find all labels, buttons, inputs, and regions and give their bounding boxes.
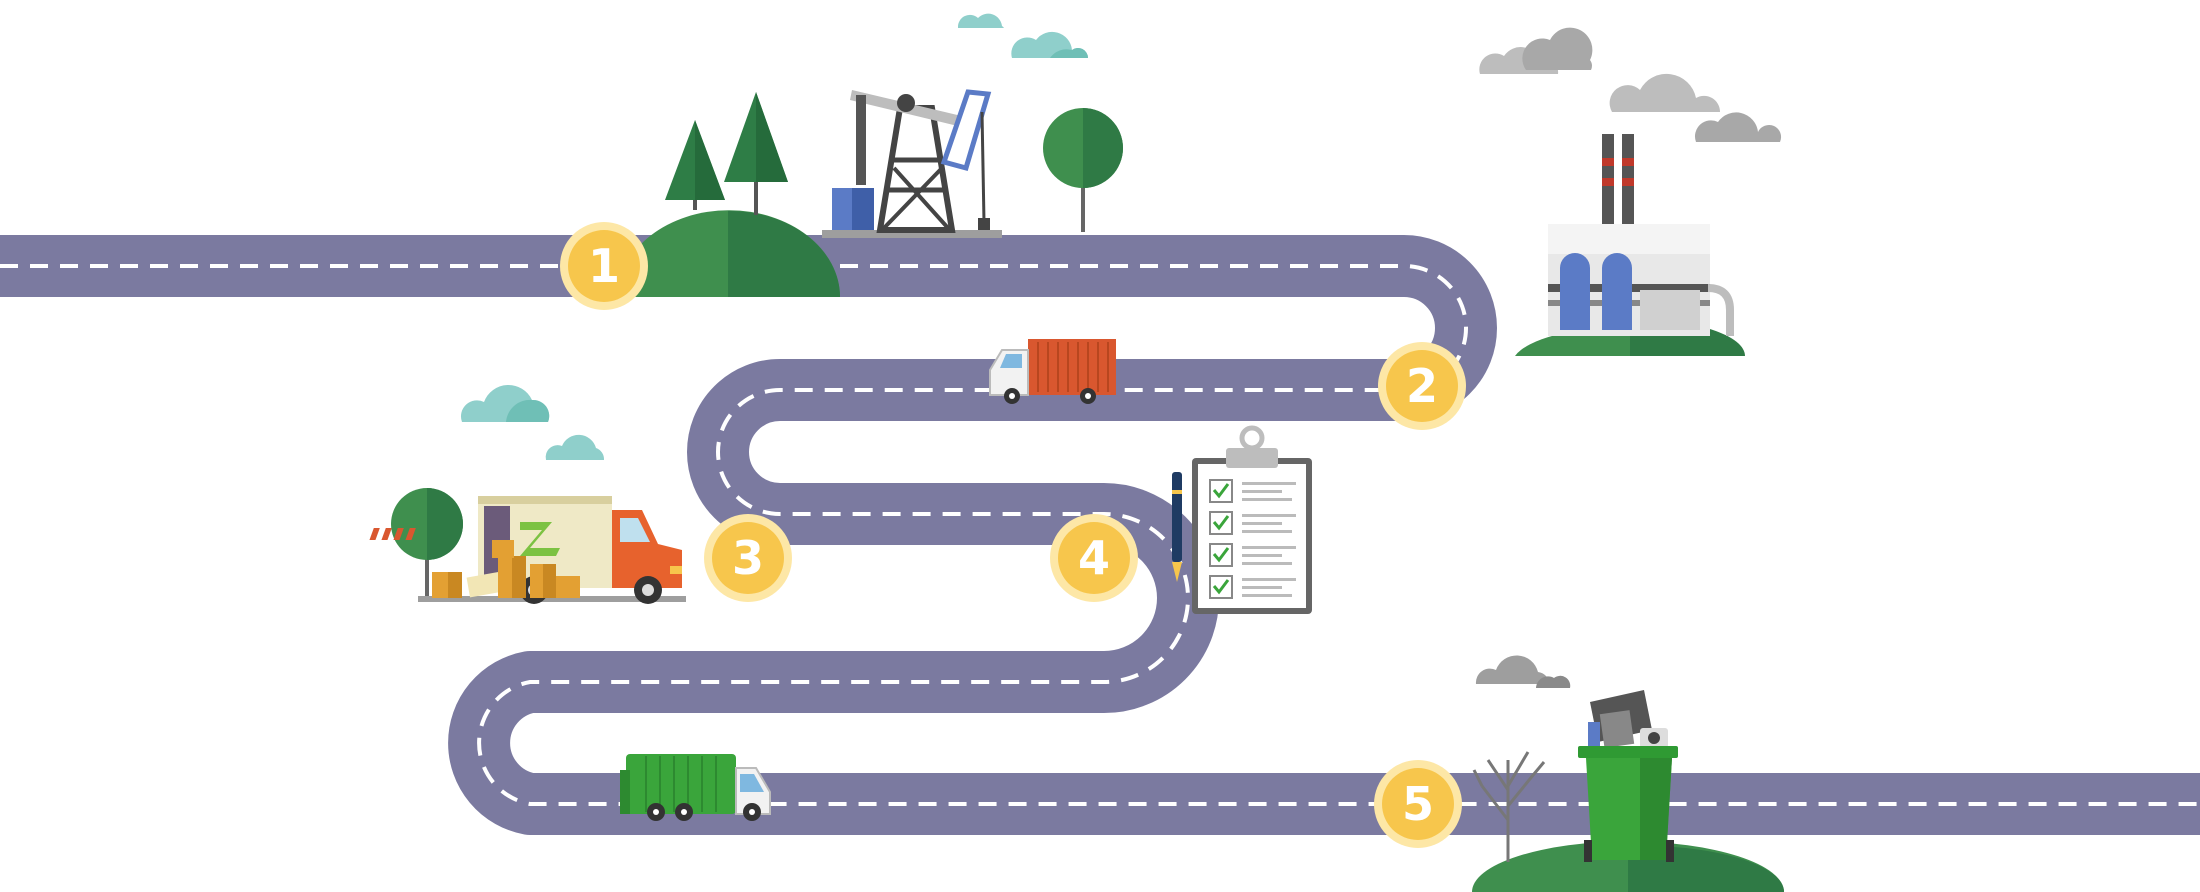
pine-tree-icon <box>665 92 788 215</box>
checklist-rows <box>1209 479 1296 599</box>
cloud-icon <box>1475 655 1571 688</box>
cloud-icon <box>1479 27 1782 142</box>
hill-1 <box>618 210 840 297</box>
boxes <box>432 540 580 598</box>
step-marker-3-label: 3 <box>732 531 764 585</box>
clipboard-checklist-icon <box>1192 425 1312 614</box>
step-marker-1[interactable]: 1 <box>560 222 648 310</box>
container-truck-icon <box>989 339 1116 404</box>
step-marker-1-label: 1 <box>588 239 620 293</box>
tree-icon <box>391 488 463 598</box>
pen-icon <box>1172 472 1182 582</box>
trash-bin-icon <box>1578 690 1678 862</box>
delivery-truck-icon <box>369 496 686 604</box>
tree-icon <box>1043 108 1123 232</box>
step-marker-3[interactable]: 3 <box>704 514 792 602</box>
step-marker-2-label: 2 <box>1406 359 1438 413</box>
step-marker-4[interactable]: 4 <box>1050 514 1138 602</box>
garbage-truck-icon <box>620 754 771 821</box>
cloud-icon <box>957 13 1088 58</box>
cloud-icon <box>460 384 605 460</box>
oil-pump-icon <box>822 89 1002 238</box>
step-marker-2[interactable]: 2 <box>1378 342 1466 430</box>
step-marker-4-label: 4 <box>1078 531 1110 585</box>
step-markers: 1 2 3 4 5 <box>560 222 1466 848</box>
bare-tree-icon <box>1472 751 1546 862</box>
factory-icon <box>1515 134 1745 356</box>
step-marker-5-label: 5 <box>1402 777 1434 831</box>
step-marker-5[interactable]: 5 <box>1374 760 1462 848</box>
